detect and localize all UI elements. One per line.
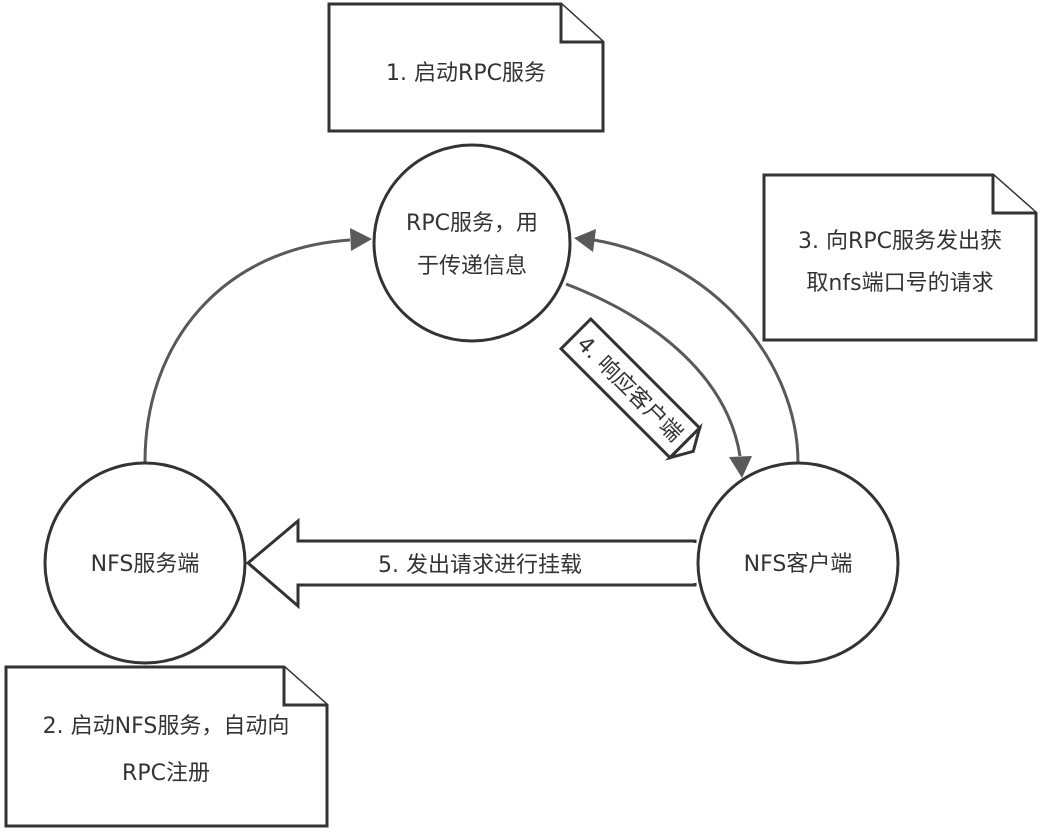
arrowhead-request-port: [574, 229, 596, 252]
note-request-port-line-2: 取nfs端口号的请求: [806, 271, 993, 296]
respond-client-label-box: 4. 响应客户端: [558, 316, 703, 461]
node-rpc-service-line-2: 于传递信息: [417, 254, 527, 279]
node-rpc-service-line-1: RPC服务，用: [406, 211, 538, 236]
node-nfs-server-label: NFS服务端: [91, 552, 200, 577]
note-start-rpc: 1. 启动RPC服务: [327, 2, 605, 133]
mount-request-arrow: 5. 发出请求进行挂载: [245, 517, 698, 610]
respond-client-label: 4. 响应客户端: [572, 332, 687, 447]
note-request-port: 3. 向RPC服务发出获 取nfs端口号的请求: [762, 173, 1038, 342]
note-request-port-line-1: 3. 向RPC服务发出获: [798, 229, 1002, 254]
connector-respond-client: [565, 282, 752, 478]
arrowhead-respond-client: [729, 456, 752, 478]
connector-register: [143, 228, 372, 463]
note-start-rpc-text: 1. 启动RPC服务: [386, 61, 546, 86]
node-nfs-client-label: NFS客户端: [744, 552, 853, 577]
node-nfs-server: NFS服务端: [43, 461, 247, 665]
node-nfs-client: NFS客户端: [696, 461, 900, 665]
note-register-nfs: 2. 启动NFS服务，自动向 RPC注册: [4, 665, 329, 828]
node-rpc-service: RPC服务，用 于传递信息: [372, 143, 572, 343]
connector-request-port: [574, 229, 800, 464]
mount-request-label: 5. 发出请求进行挂载: [378, 553, 582, 578]
note-register-nfs-line-2: RPC注册: [122, 761, 210, 786]
note-register-nfs-line-1: 2. 启动NFS服务，自动向: [43, 714, 290, 739]
arrowhead-register: [350, 228, 372, 251]
